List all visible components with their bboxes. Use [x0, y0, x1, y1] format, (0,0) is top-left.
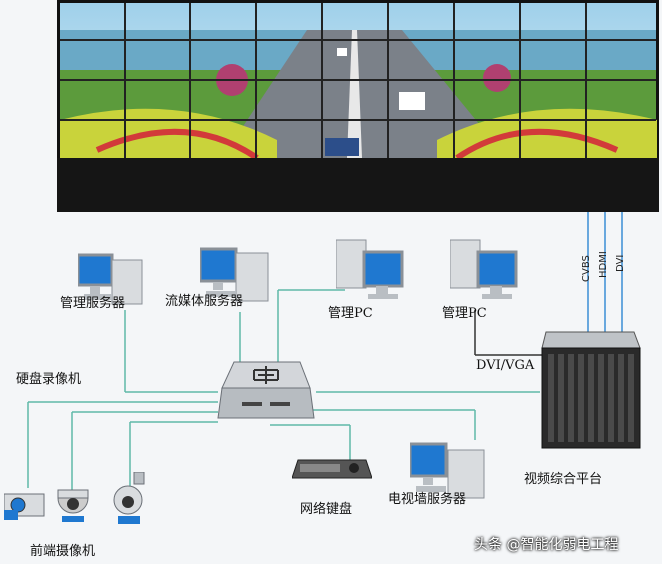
hdmi-label: HDMI [598, 251, 609, 278]
network-switch-device [214, 358, 318, 434]
watermark: 头条 @智能化弱电工程 [474, 537, 619, 553]
monitor-icon [335, 239, 404, 299]
admin-pc-2-label: 管理PC [442, 306, 487, 321]
admin-pc-1-device [335, 236, 408, 306]
camera-icon [3, 493, 45, 520]
computer-tower-icon [198, 247, 269, 302]
admin-server-device [76, 250, 146, 314]
dvi-label: DVI [615, 254, 626, 272]
video-wall-icon [57, 0, 659, 212]
dvi-vga-label: DVI/VGA [476, 358, 535, 373]
stream-server-label: 流媒体服务器 [165, 294, 244, 309]
platform-label: 视频综合平台 [524, 472, 603, 487]
camera-box [3, 484, 48, 528]
admin-server-label: 管理服务器 [60, 296, 126, 311]
tv-wall-server-label: 电视墙服务器 [388, 492, 467, 507]
camera-icon [113, 471, 145, 524]
camera-icon [57, 489, 89, 522]
platform-rack-icon [541, 331, 641, 449]
network-keyboard-device [291, 456, 373, 488]
monitor-icon [449, 239, 518, 299]
video-wall [57, 0, 659, 212]
computer-tower-icon [76, 253, 143, 305]
admin-pc-2-device [449, 236, 522, 306]
network-switch-icon [217, 361, 315, 419]
admin-pc-1-label: 管理PC [328, 306, 373, 321]
cvbs-label: CVBS [581, 255, 592, 282]
camera-dome-1 [54, 486, 94, 530]
stream-server-device [198, 245, 272, 311]
front-camera-label: 前端摄像机 [30, 544, 96, 559]
platform-device [538, 326, 642, 458]
dvr-label: 硬盘录像机 [16, 372, 82, 387]
camera-dome-2 [108, 471, 152, 534]
network-keyboard-label: 网络键盘 [300, 502, 353, 517]
tv-wall-server-device [408, 440, 490, 510]
computer-tower-icon [408, 442, 485, 499]
keyboard-icon [291, 459, 373, 479]
